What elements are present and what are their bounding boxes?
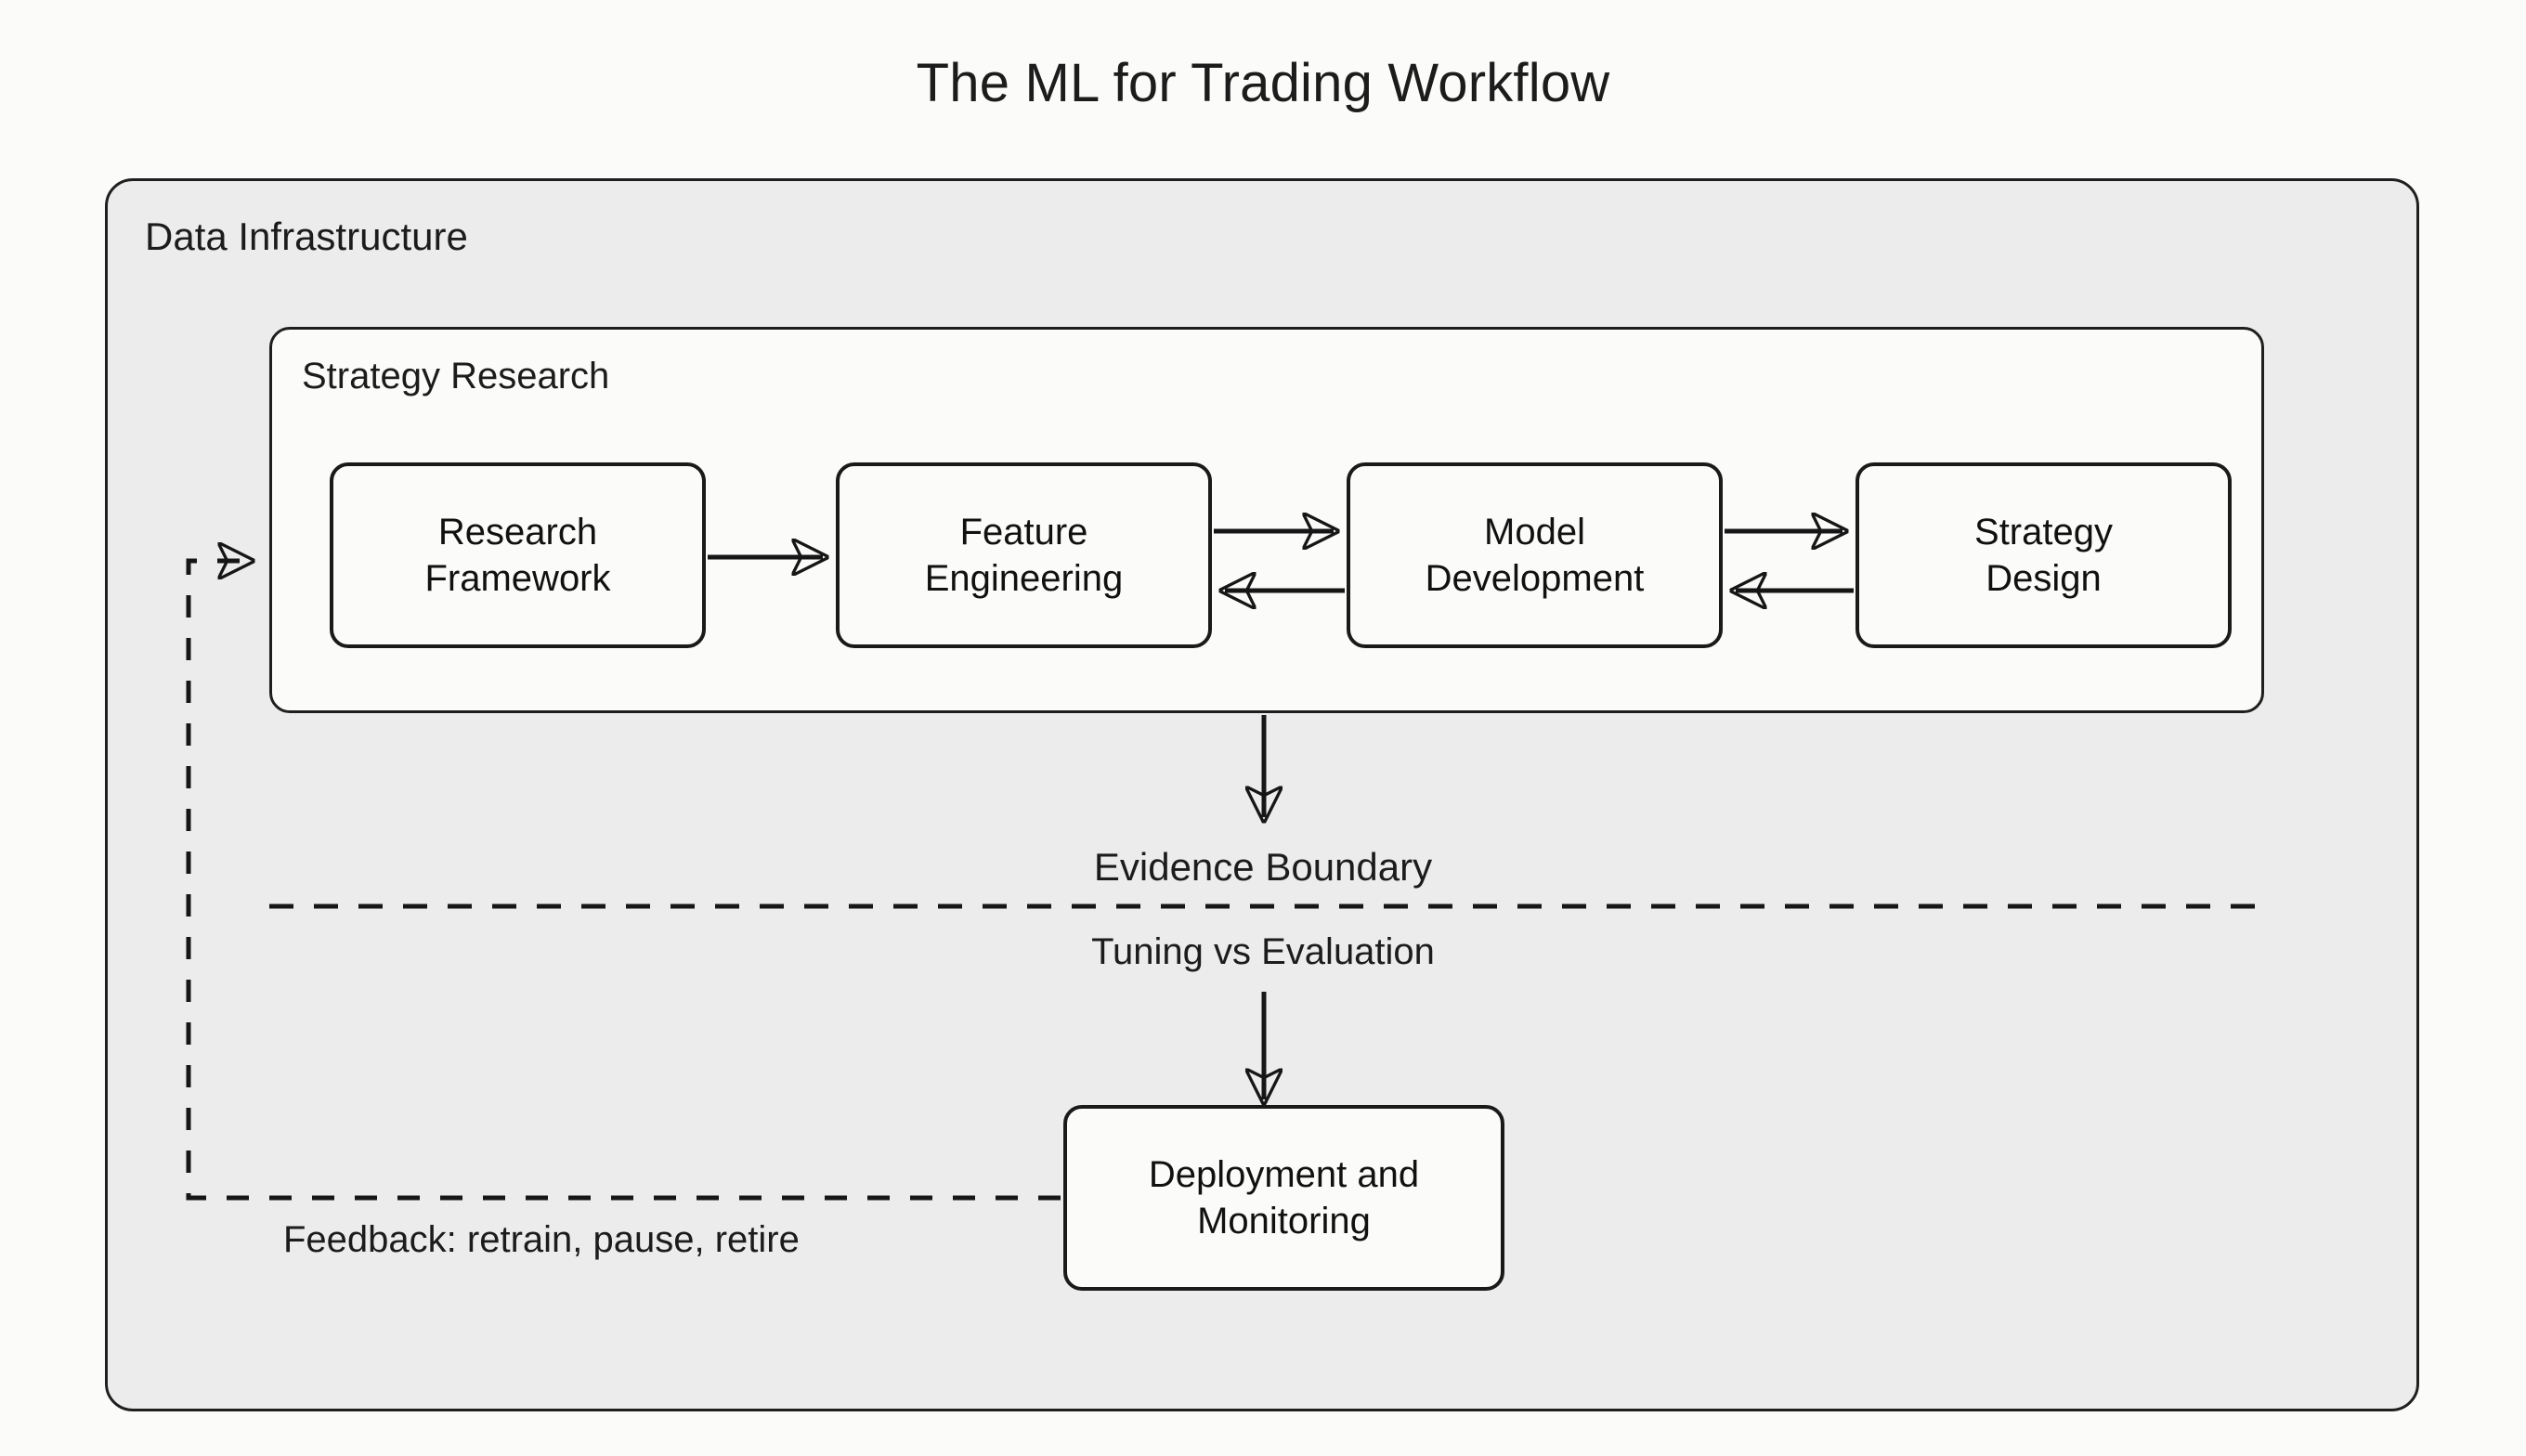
data-infrastructure-label: Data Infrastructure xyxy=(145,214,468,258)
evidence-boundary-label: Evidence Boundary xyxy=(1093,845,1433,889)
node-research-framework-label: Research Framework xyxy=(424,512,611,599)
node-model-development[interactable]: Model Development xyxy=(1347,462,1723,648)
node-model-development-label: Model Development xyxy=(1425,512,1645,599)
node-strategy-design[interactable]: Strategy Design xyxy=(1855,462,2232,648)
node-feature-engineering-label: Feature Engineering xyxy=(924,512,1124,599)
page-title: The ML for Trading Workflow xyxy=(916,53,1610,113)
node-deployment-monitoring[interactable]: Deployment and Monitoring xyxy=(1063,1105,1504,1291)
strategy-research-label: Strategy Research xyxy=(302,356,610,396)
tuning-vs-evaluation-label: Tuning vs Evaluation xyxy=(1091,931,1435,972)
node-research-framework[interactable]: Research Framework xyxy=(330,462,706,648)
node-feature-engineering[interactable]: Feature Engineering xyxy=(836,462,1212,648)
feedback-loop-label: Feedback: retrain, pause, retire xyxy=(283,1219,800,1260)
node-strategy-design-label: Strategy Design xyxy=(1974,512,2113,599)
node-deployment-monitoring-label: Deployment and Monitoring xyxy=(1148,1154,1420,1242)
